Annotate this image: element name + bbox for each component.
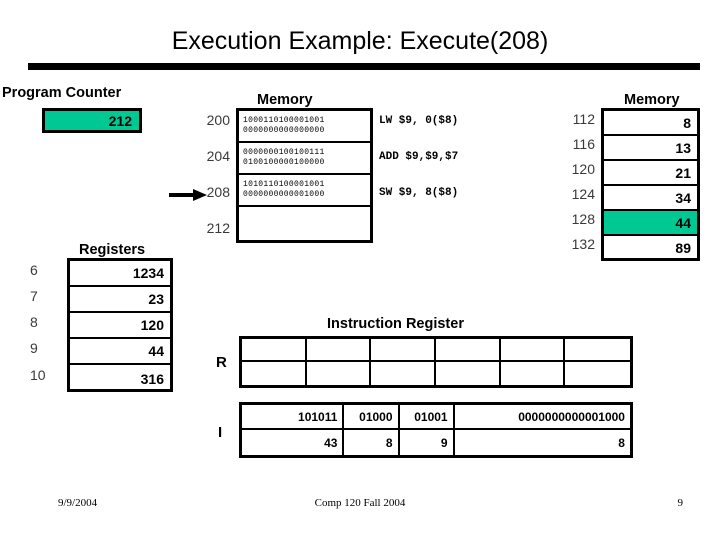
r-decoded-field-5 [565, 362, 630, 385]
r-binary-field-1 [307, 339, 372, 360]
word-low-bits: 0000000000001000 [243, 190, 325, 199]
word-low-bits: 0000000000000000 [243, 126, 325, 135]
instruction-memory-table: 1000110100001001 0000000000000000 000000… [236, 108, 373, 243]
instruction-memory-word-212 [239, 207, 370, 240]
table-row: 1234 [70, 261, 170, 287]
footer-course: Comp 120 Fall 2004 [314, 497, 406, 509]
r-decoded-field-3 [436, 362, 501, 385]
table-row: 1010110100001001 0000000000001000 [239, 175, 370, 207]
i-decoded-field-rs: 8 [344, 430, 400, 455]
assembly-text-200: LW $9, 0($8) [379, 115, 459, 127]
r-decoded-field-0 [242, 362, 307, 385]
instruction-memory-word-200: 1000110100001001 0000000000000000 [239, 111, 370, 141]
table-row-highlighted: 44 [604, 211, 697, 236]
data-memory-table: 8 13 21 34 44 89 [601, 108, 700, 261]
i-binary-field-rt: 01001 [400, 405, 455, 428]
table-row: 21 [604, 161, 697, 186]
data-memory-address-132: 132 [571, 236, 595, 252]
footer-date: 9/9/2004 [58, 497, 98, 509]
data-memory-address-116: 116 [572, 136, 595, 152]
data-memory-value-128: 44 [675, 214, 691, 231]
instruction-memory-address-208: 208 [206, 184, 230, 200]
data-memory-address-124: 124 [571, 186, 595, 202]
i-binary-field-rs: 01000 [344, 405, 400, 428]
assembly-text-204: ADD $9,$9,$7 [379, 151, 459, 163]
register-value-9: 44 [148, 343, 164, 359]
table-row: 89 [604, 236, 697, 260]
table-row: 8 [604, 111, 697, 136]
program-counter-box: 212 [42, 108, 142, 133]
r-binary-field-0 [242, 339, 307, 360]
table-row [242, 339, 630, 362]
table-row: 0000000100100111 0100100000100000 [239, 143, 370, 175]
instruction-register-heading: Instruction Register [327, 316, 464, 332]
instruction-register-r-table [239, 336, 633, 388]
instruction-memory-address-212: 212 [206, 220, 230, 236]
word-high-bits: 1000110100001001 [243, 116, 325, 125]
i-decoded-field-rt: 9 [400, 430, 455, 455]
table-row [239, 207, 370, 240]
program-counter-value: 212 [108, 112, 132, 129]
data-memory-address-128: 128 [571, 211, 595, 227]
r-decoded-field-2 [371, 362, 436, 385]
r-decoded-field-1 [307, 362, 372, 385]
registers-heading: Registers [79, 242, 146, 258]
register-value-6: 1234 [132, 265, 164, 281]
table-row: 34 [604, 186, 697, 211]
instruction-register-i-table: 101011 01000 01001 0000000000001000 43 8… [239, 402, 633, 458]
table-row: 43 8 9 8 [242, 430, 630, 455]
data-memory-value-112: 8 [683, 114, 691, 131]
program-counter-heading: Program Counter [2, 85, 122, 101]
register-number-8: 8 [30, 314, 38, 330]
table-row: 120 [70, 313, 170, 339]
assembly-text-208: SW $9, 8($8) [379, 187, 459, 199]
table-row: 1000110100001001 0000000000000000 [239, 111, 370, 143]
register-number-6: 6 [30, 262, 38, 278]
data-memory-heading: Memory [624, 92, 680, 108]
table-row: 44 [70, 339, 170, 365]
instruction-memory-word-208: 1010110100001001 0000000000001000 [239, 175, 370, 205]
register-number-7: 7 [30, 288, 38, 304]
register-value-10: 316 [140, 371, 164, 387]
r-binary-field-4 [501, 339, 566, 360]
page-title: Execution Example: Execute(208) [171, 27, 549, 55]
instruction-memory-heading: Memory [257, 92, 313, 108]
title-underline-rule [28, 63, 700, 70]
word-high-bits: 1010110100001001 [243, 180, 325, 189]
i-decoded-field-opcode: 43 [242, 430, 345, 455]
footer-page-number: 9 [677, 497, 684, 509]
register-value-8: 120 [140, 317, 164, 333]
data-memory-value-132: 89 [675, 240, 691, 256]
word-high-bits: 0000000100100111 [243, 148, 325, 157]
register-value-7: 23 [148, 291, 164, 307]
registers-table: 1234 23 120 44 316 [67, 258, 173, 392]
i-binary-field-opcode: 101011 [242, 405, 345, 428]
i-decoded-field-immediate: 8 [618, 435, 625, 450]
instruction-memory-address-200: 200 [206, 112, 230, 128]
r-binary-field-2 [371, 339, 436, 360]
i-binary-field-immediate: 0000000000001000 [518, 409, 625, 424]
table-row: 101011 01000 01001 0000000000001000 [242, 405, 630, 430]
data-memory-value-120: 21 [675, 164, 691, 181]
r-binary-field-3 [436, 339, 501, 360]
r-decoded-field-4 [501, 362, 566, 385]
table-row: 23 [70, 287, 170, 313]
r-format-label: R [216, 354, 227, 371]
current-instruction-arrow-icon [169, 189, 207, 201]
data-memory-value-124: 34 [675, 189, 691, 206]
table-row: 316 [70, 365, 170, 393]
i-format-label: I [218, 424, 223, 441]
instruction-memory-word-204: 0000000100100111 0100100000100000 [239, 143, 370, 173]
instruction-memory-address-204: 204 [206, 148, 230, 164]
data-memory-address-112: 112 [572, 111, 595, 127]
r-binary-field-5 [565, 339, 630, 360]
register-number-9: 9 [30, 340, 38, 356]
word-low-bits: 0100100000100000 [243, 158, 325, 167]
data-memory-value-116: 13 [675, 139, 691, 156]
data-memory-address-120: 120 [571, 161, 595, 177]
table-row [242, 362, 630, 385]
table-row: 13 [604, 136, 697, 161]
register-number-10: 10 [30, 367, 46, 383]
